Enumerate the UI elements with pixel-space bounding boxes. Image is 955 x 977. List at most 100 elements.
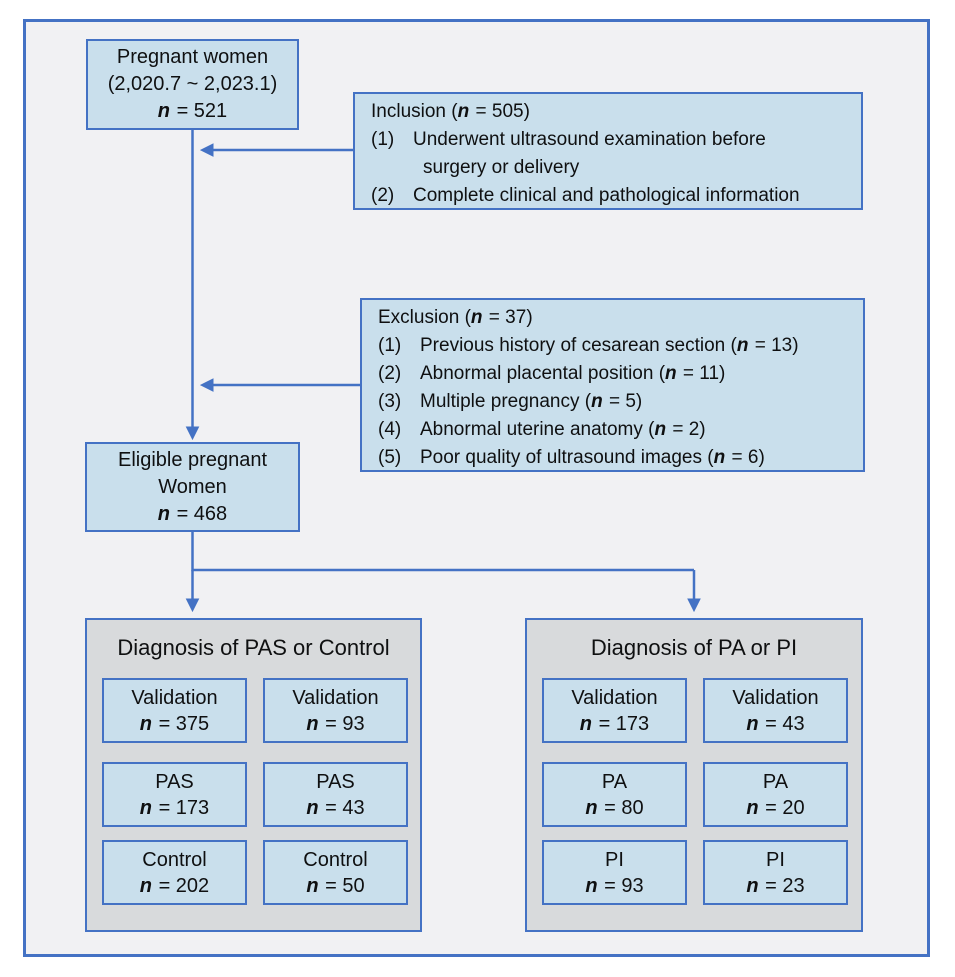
stat-label: Validation <box>571 686 658 709</box>
stat-label: Validation <box>732 686 819 709</box>
stat-count: n = 43 <box>746 712 805 735</box>
item-text: Previous history of cesarean section (n … <box>420 335 799 356</box>
item-number: (1) <box>378 335 402 356</box>
stat-label: PI <box>605 848 624 871</box>
left-box-validation-a: Validation n = 375 <box>102 678 247 743</box>
stat-count: n = 93 <box>306 712 365 735</box>
right-box-validation-b: Validation n = 43 <box>703 678 848 743</box>
pregnant-women-count: n = 521 <box>158 98 227 125</box>
n-symbol: n <box>157 100 171 122</box>
exclusion-title-prefix: Exclusion ( <box>378 307 471 328</box>
n-symbol: n <box>579 712 593 735</box>
item-number: (2) <box>378 363 402 384</box>
item-number: (4) <box>378 419 402 440</box>
n-symbol: n <box>665 363 677 384</box>
n-symbol: n <box>713 447 726 468</box>
item-text: Abnormal uterine anatomy (n = 2) <box>420 419 706 440</box>
item-number: (3) <box>378 391 402 412</box>
exclusion-box: Exclusion (n = 37) (1) Previous history … <box>360 298 865 472</box>
stat-count: n = 50 <box>306 874 365 897</box>
n-symbol: n <box>139 712 153 735</box>
stat-count: n = 173 <box>139 796 210 819</box>
inclusion-title-prefix: Inclusion ( <box>371 101 458 122</box>
left-box-pas-a: PAS n = 173 <box>102 762 247 827</box>
item-line: Complete clinical and pathological infor… <box>413 185 800 206</box>
inclusion-title-suffix: = 505) <box>470 101 530 122</box>
stat-count: n = 43 <box>306 796 365 819</box>
item-number: (1) <box>371 129 395 150</box>
inclusion-box: Inclusion (n = 505) (1) Underwent ultras… <box>353 92 863 210</box>
inclusion-item-1: (1) Underwent ultrasound examination bef… <box>371 126 851 182</box>
n-symbol: n <box>306 712 319 735</box>
exclusion-item-3: (3) Multiple pregnancy (n = 5) <box>378 388 853 416</box>
stat-label: Validation <box>292 686 379 709</box>
eligible-women-box: Eligible pregnant Women n = 468 <box>85 442 300 532</box>
item-text: Poor quality of ultrasound images (n = 6… <box>420 447 765 468</box>
pas-control-group-title: Diagnosis of PAS or Control <box>117 635 390 660</box>
stat-count: n = 375 <box>139 712 210 735</box>
n-symbol: n <box>157 502 171 525</box>
pregnant-women-box: Pregnant women (2,020.7 ~ 2,023.1) n = 5… <box>86 39 299 130</box>
right-box-validation-a: Validation n = 173 <box>542 678 687 743</box>
n-symbol: n <box>457 101 470 122</box>
stat-label: Validation <box>131 686 218 709</box>
n-symbol: n <box>585 796 598 819</box>
left-box-pas-b: PAS n = 43 <box>263 762 408 827</box>
left-box-control-b: Control n = 50 <box>263 840 408 905</box>
eligible-line1: Eligible pregnant <box>118 448 267 471</box>
item-line-wrap: surgery or delivery <box>423 157 580 178</box>
item-text: Underwent ultrasound examination before … <box>413 126 851 182</box>
pas-control-group: Diagnosis of PAS or Control Validation n… <box>85 618 422 932</box>
pa-pi-group-title: Diagnosis of PA or PI <box>590 635 798 660</box>
n-symbol: n <box>654 419 667 440</box>
stat-count: n = 20 <box>746 796 805 819</box>
n-symbol: n <box>139 796 153 819</box>
exclusion-title: Exclusion (n = 37) <box>378 304 853 332</box>
inclusion-title: Inclusion (n = 505) <box>371 98 851 126</box>
stat-count: n = 93 <box>585 874 644 897</box>
eligible-line2: Women <box>158 475 227 498</box>
stat-count: n = 80 <box>585 796 644 819</box>
right-box-pa-b: PA n = 20 <box>703 762 848 827</box>
n-symbol: n <box>306 874 319 897</box>
pa-pi-group: Diagnosis of PA or PI Validation n = 173… <box>525 618 863 932</box>
stat-label: PA <box>762 770 789 793</box>
n-symbol: n <box>470 307 483 328</box>
n-symbol: n <box>591 391 603 412</box>
stat-count: n = 23 <box>746 874 805 897</box>
pregnant-women-period: (2,020.7 ~ 2,023.1) <box>107 73 278 95</box>
item-text: Complete clinical and pathological infor… <box>413 182 851 210</box>
right-box-pi-b: PI n = 23 <box>703 840 848 905</box>
item-text: Abnormal placental position (n = 11) <box>420 363 726 384</box>
stat-label: Control <box>303 848 368 871</box>
exclusion-item-1: (1) Previous history of cesarean section… <box>378 332 853 360</box>
exclusion-item-2: (2) Abnormal placental position (n = 11) <box>378 360 853 388</box>
stat-label: PA <box>601 770 628 793</box>
pregnant-women-line1: Pregnant women <box>116 46 269 68</box>
right-box-pi-a: PI n = 93 <box>542 840 687 905</box>
item-number: (5) <box>378 447 402 468</box>
item-number: (2) <box>371 185 395 206</box>
stat-label: PI <box>766 848 785 871</box>
n-symbol: n <box>306 796 319 819</box>
right-box-pa-a: PA n = 80 <box>542 762 687 827</box>
exclusion-item-4: (4) Abnormal uterine anatomy (n = 2) <box>378 416 853 444</box>
n-symbol: n <box>736 335 749 356</box>
item-line: Underwent ultrasound examination before <box>413 129 766 150</box>
stat-label: PAS <box>155 770 194 793</box>
left-box-validation-b: Validation n = 93 <box>263 678 408 743</box>
n-symbol: n <box>585 874 598 897</box>
stat-count: n = 202 <box>139 874 210 897</box>
exclusion-title-suffix: = 37) <box>483 307 533 328</box>
eligible-count: n = 468 <box>158 501 227 528</box>
item-text: Multiple pregnancy (n = 5) <box>420 391 643 412</box>
n-symbol: n <box>746 796 759 819</box>
n-value: = 468 <box>171 502 228 525</box>
n-symbol: n <box>746 712 759 735</box>
n-symbol: n <box>746 874 759 897</box>
n-symbol: n <box>139 874 153 897</box>
left-box-control-a: Control n = 202 <box>102 840 247 905</box>
stat-label: Control <box>142 848 207 871</box>
exclusion-item-5: (5) Poor quality of ultrasound images (n… <box>378 444 853 472</box>
